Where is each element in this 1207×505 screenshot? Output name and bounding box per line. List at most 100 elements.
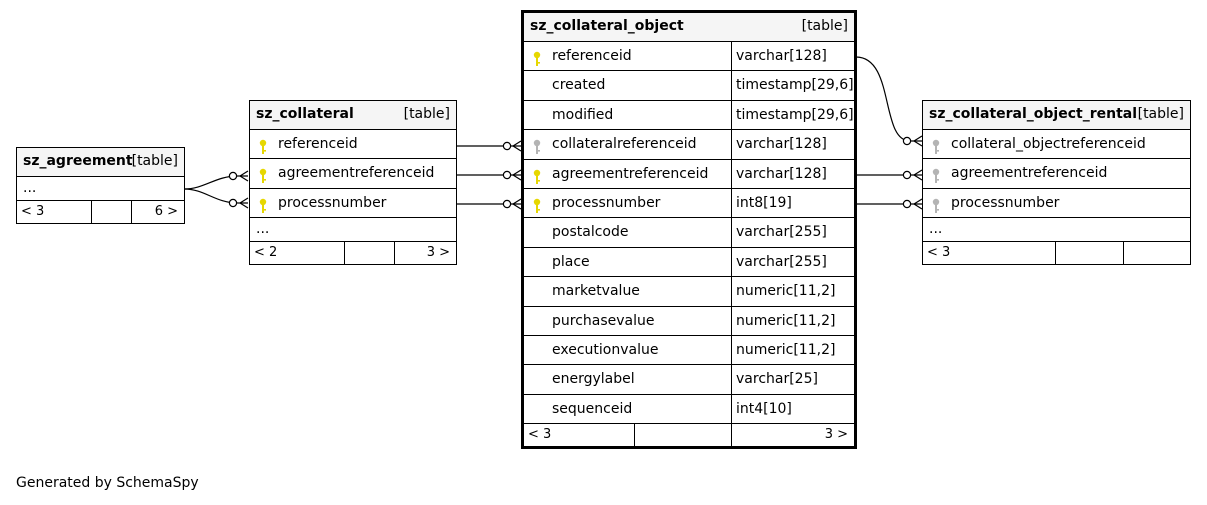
column-type: numeric[11,2] bbox=[731, 277, 854, 306]
column-row[interactable]: referenceid varchar[128] bbox=[524, 42, 854, 72]
column-name: agreementreferenceid bbox=[278, 165, 435, 182]
column-name: agreementreferenceid bbox=[552, 165, 709, 182]
parent-count[interactable]: < 3 bbox=[528, 427, 552, 443]
column-row[interactable]: processnumber bbox=[250, 189, 456, 219]
column-type: int4[10] bbox=[731, 394, 854, 424]
parent-count[interactable]: < 3 bbox=[21, 204, 45, 219]
column-type: numeric[11,2] bbox=[731, 306, 854, 335]
table-name: sz_collateral_object_rental bbox=[929, 106, 1138, 122]
table-footer: < 3 3 > bbox=[524, 424, 854, 447]
table-name: sz_agreement bbox=[23, 153, 133, 169]
many-marker bbox=[502, 199, 512, 209]
table-header: sz_collateral_object [table] bbox=[524, 13, 854, 42]
column-name: place bbox=[552, 253, 590, 270]
column-name: processnumber bbox=[278, 194, 387, 211]
column-row[interactable]: energylabel varchar[25] bbox=[524, 365, 854, 395]
table-footer: < 3 bbox=[923, 242, 1190, 265]
table-sz-collateral-object-rental[interactable]: sz_collateral_object_rental [table] coll… bbox=[922, 100, 1191, 266]
table-kind: [table] bbox=[131, 153, 178, 169]
column-row[interactable]: agreementreferenceid varchar[128] bbox=[524, 159, 854, 189]
column-row[interactable]: agreementreferenceid bbox=[250, 159, 456, 189]
column-name: collateralreferenceid bbox=[552, 136, 697, 153]
generator-credit: Generated by SchemaSpy bbox=[16, 475, 199, 491]
table-sz-collateral-object[interactable]: sz_collateral_object [table] referenceid… bbox=[521, 10, 857, 450]
column-name: referenceid bbox=[278, 136, 358, 152]
table-footer: < 3 6 > bbox=[17, 201, 184, 223]
column-row[interactable]: agreementreferenceid bbox=[923, 159, 1190, 189]
column-name: agreementreferenceid bbox=[951, 165, 1108, 182]
child-count[interactable]: 6 > bbox=[154, 204, 178, 219]
column-row[interactable]: sequenceid int4[10] bbox=[524, 394, 854, 425]
table-header: sz_collateral [table] bbox=[250, 101, 456, 130]
column-type: varchar[128] bbox=[731, 159, 854, 188]
many-marker bbox=[228, 171, 238, 181]
many-marker bbox=[228, 198, 238, 208]
foreign-key-icon bbox=[931, 137, 941, 154]
column-row[interactable]: collateral_objectreferenceid bbox=[923, 130, 1190, 160]
more-columns: ... bbox=[17, 177, 184, 201]
column-name: purchasevalue bbox=[552, 312, 655, 329]
column-row[interactable]: place varchar[255] bbox=[524, 247, 854, 278]
table-sz-collateral[interactable]: sz_collateral [table] referenceid agreeme… bbox=[249, 100, 457, 266]
column-name: processnumber bbox=[552, 194, 661, 211]
parent-count[interactable]: < 2 bbox=[254, 245, 278, 261]
column-name: collateral_objectreferenceid bbox=[951, 136, 1146, 152]
cardinality-markers bbox=[228, 135, 923, 210]
primary-key-icon bbox=[258, 196, 268, 213]
child-count[interactable]: 3 > bbox=[426, 245, 450, 261]
table-kind: [table] bbox=[1137, 106, 1184, 122]
column-name: marketvalue bbox=[552, 283, 640, 300]
table-name: sz_collateral_object bbox=[530, 18, 684, 34]
column-name: modified bbox=[552, 106, 614, 123]
more-columns: ... bbox=[250, 218, 456, 243]
table-footer: < 2 3 > bbox=[250, 242, 456, 265]
table-header: sz_collateral_object_rental [table] bbox=[923, 101, 1190, 130]
table-header: sz_agreement [table] bbox=[17, 148, 184, 177]
edge-agreement-collateral-processnumber bbox=[183, 188, 248, 204]
many-marker bbox=[502, 170, 512, 180]
column-type: timestamp[29,6] bbox=[731, 71, 854, 100]
table-sz-agreement[interactable]: sz_agreement [table] ... < 3 6 > bbox=[16, 147, 185, 224]
column-name: created bbox=[552, 77, 606, 94]
column-type: timestamp[29,6] bbox=[731, 100, 854, 130]
column-row[interactable]: executionvalue numeric[11,2] bbox=[524, 335, 854, 366]
column-type: int8[19] bbox=[731, 188, 854, 218]
column-name: postalcode bbox=[552, 224, 629, 241]
column-row[interactable]: referenceid bbox=[250, 130, 456, 160]
column-row[interactable]: processnumber int8[19] bbox=[524, 188, 854, 219]
column-type: varchar[255] bbox=[731, 218, 854, 247]
parent-count[interactable]: < 3 bbox=[927, 245, 951, 261]
many-marker bbox=[502, 141, 512, 151]
edge-agreement-collateral-agreementref bbox=[183, 175, 248, 190]
table-kind: [table] bbox=[403, 106, 450, 122]
column-type: numeric[11,2] bbox=[731, 335, 854, 365]
column-name: referenceid bbox=[552, 48, 632, 64]
column-name: sequenceid bbox=[552, 400, 633, 417]
column-row[interactable]: processnumber bbox=[923, 189, 1190, 219]
primary-key-icon bbox=[258, 137, 268, 154]
column-row[interactable]: collateralreferenceid varchar[128] bbox=[524, 130, 854, 160]
edge-object-rental-referenceid bbox=[855, 56, 922, 142]
column-type: varchar[128] bbox=[731, 42, 854, 71]
child-count[interactable]: 3 > bbox=[824, 427, 848, 443]
column-row[interactable]: postalcode varchar[255] bbox=[524, 218, 854, 248]
primary-key-icon bbox=[532, 196, 542, 213]
column-row[interactable]: marketvalue numeric[11,2] bbox=[524, 277, 854, 307]
foreign-key-icon bbox=[532, 137, 542, 155]
many-marker bbox=[902, 136, 912, 146]
primary-key-icon bbox=[258, 166, 268, 184]
column-row[interactable]: modified timestamp[29,6] bbox=[524, 100, 854, 131]
column-type: varchar[25] bbox=[731, 365, 854, 394]
more-columns: ... bbox=[923, 218, 1190, 243]
column-type: varchar[255] bbox=[731, 247, 854, 277]
column-name: energylabel bbox=[552, 371, 635, 388]
foreign-key-icon bbox=[931, 166, 941, 184]
column-type: varchar[128] bbox=[731, 130, 854, 159]
column-row[interactable]: created timestamp[29,6] bbox=[524, 71, 854, 101]
column-name: executionvalue bbox=[552, 341, 659, 358]
primary-key-icon bbox=[532, 49, 542, 66]
primary-key-icon bbox=[532, 167, 542, 184]
column-row[interactable]: purchasevalue numeric[11,2] bbox=[524, 306, 854, 336]
table-kind: [table] bbox=[801, 18, 848, 34]
